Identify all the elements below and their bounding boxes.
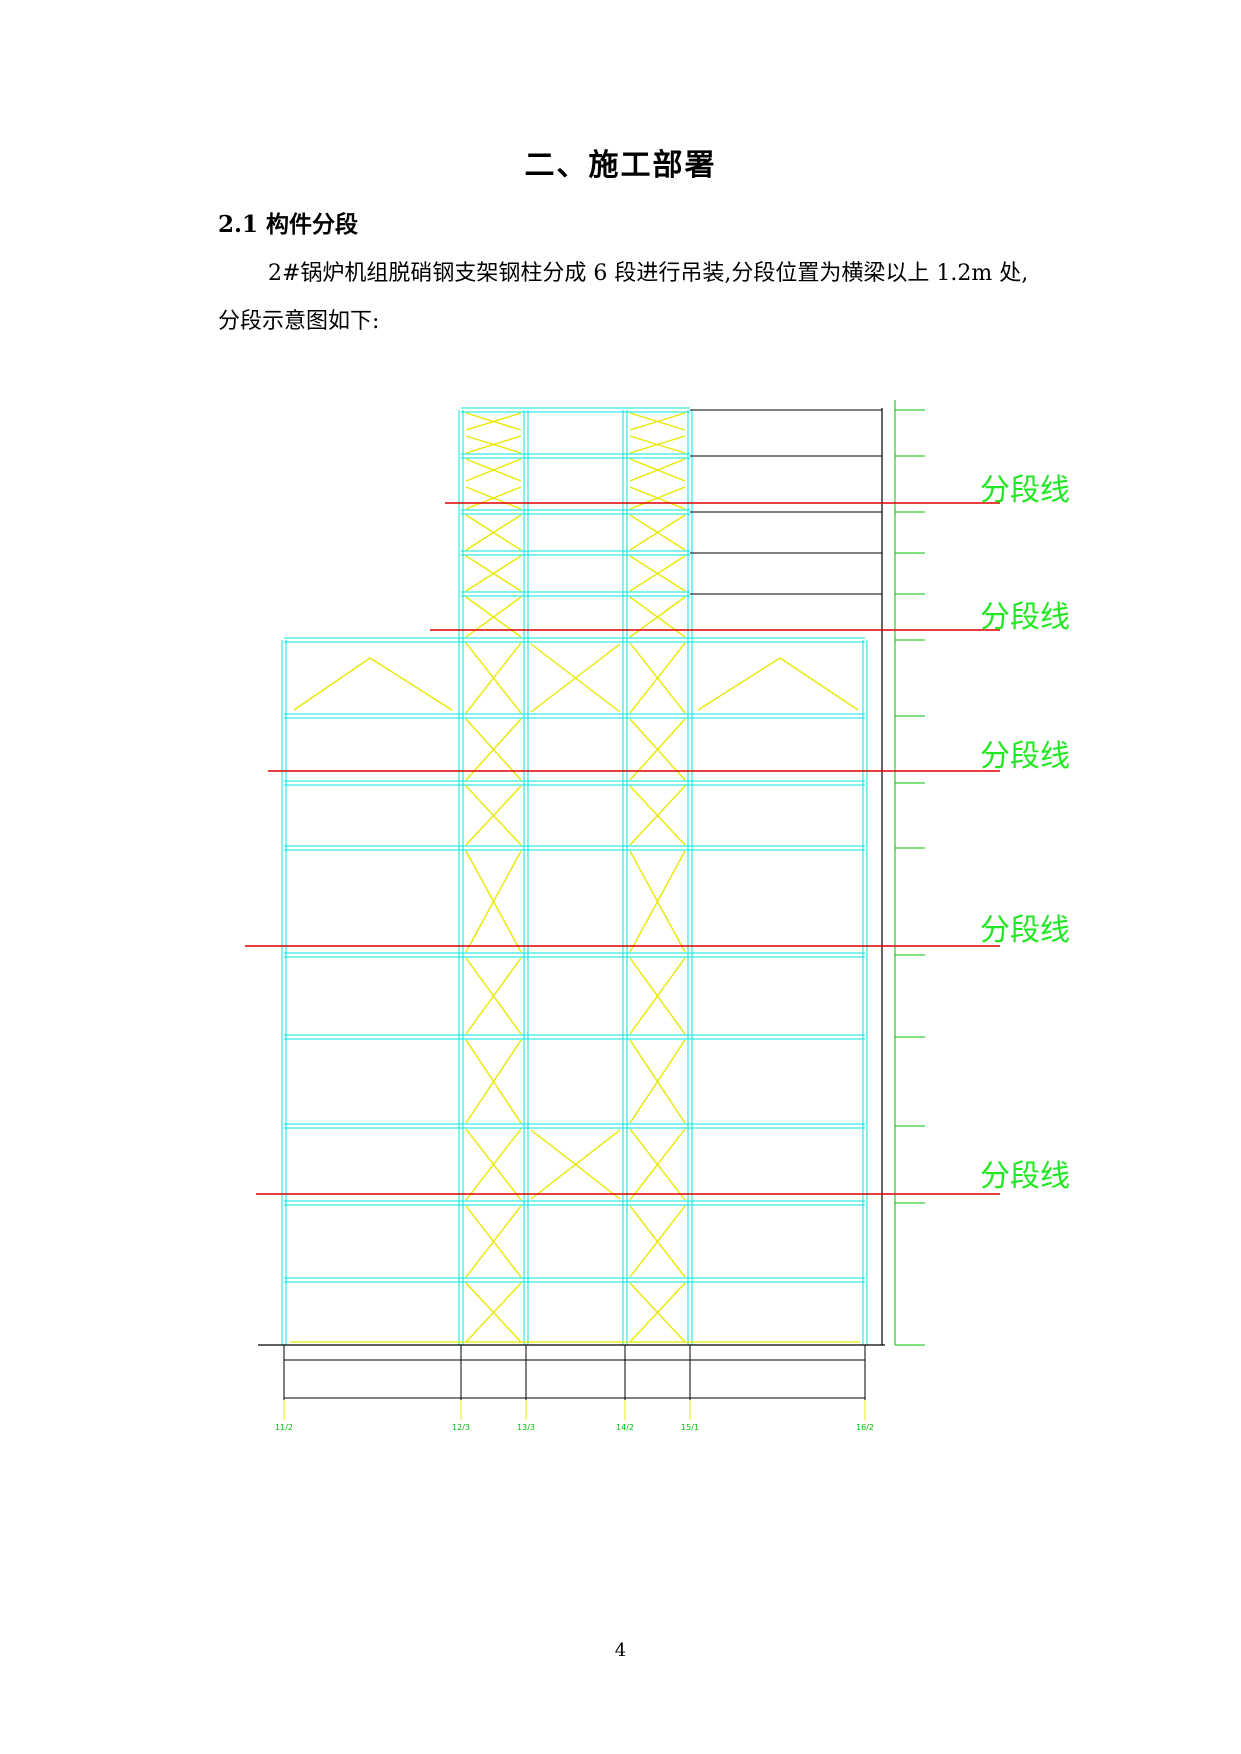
brace	[465, 642, 522, 714]
segment-label: 分段线	[980, 473, 1070, 508]
brace	[629, 458, 686, 482]
brace	[629, 514, 686, 551]
brace	[369, 657, 453, 711]
brace	[697, 657, 781, 711]
axis-label: 14/2	[616, 1423, 634, 1432]
axis-label: 15/1	[681, 1423, 699, 1432]
section-title: 构件分段	[266, 211, 359, 238]
brace	[465, 957, 522, 1035]
brace	[629, 486, 686, 510]
brace	[629, 1128, 686, 1201]
steel-frame	[258, 407, 885, 1346]
brace	[629, 435, 686, 454]
brace	[465, 514, 522, 551]
axis-label: 16/2	[856, 1423, 874, 1432]
brace	[629, 412, 686, 431]
brace	[629, 785, 686, 846]
brace	[465, 718, 522, 781]
brace	[629, 1282, 686, 1343]
brace	[465, 486, 522, 510]
brace	[530, 643, 621, 713]
body-paragraph-line-1: 2#锅炉机组脱硝钢支架钢柱分成 6 段进行吊装,分段位置为横梁以上 1.2m 处…	[268, 261, 1029, 286]
brace	[293, 657, 371, 711]
brace	[465, 785, 522, 846]
brace	[465, 1128, 522, 1201]
brace	[465, 412, 522, 431]
cross-bracing	[290, 412, 860, 1343]
segment-label: 分段线	[980, 1159, 1070, 1194]
brace	[465, 1282, 522, 1343]
brace	[779, 657, 859, 711]
axis-label: 11/2	[275, 1423, 293, 1432]
brace	[465, 458, 522, 482]
brace	[629, 642, 686, 714]
body-paragraph-line-2: 分段示意图如下:	[218, 309, 380, 334]
brace	[530, 1129, 621, 1200]
brace	[629, 1205, 686, 1278]
brace	[465, 1039, 522, 1124]
section-number: 2.1	[218, 211, 259, 238]
segment-label: 分段线	[980, 600, 1070, 635]
axis-labels: 11/2 12/3 13/3 14/2 15/1 16/2	[275, 1400, 874, 1432]
brace	[465, 1205, 522, 1278]
page-title: 二、施工部署	[524, 148, 717, 183]
segment-label: 分段线	[980, 739, 1070, 774]
axis-label: 13/3	[517, 1423, 535, 1432]
axis-label: 12/3	[452, 1423, 470, 1432]
brace	[465, 435, 522, 454]
brace	[629, 850, 686, 953]
brace	[465, 850, 522, 953]
page-number: 4	[614, 1640, 627, 1661]
brace	[629, 1039, 686, 1124]
segment-label: 分段线	[980, 913, 1070, 948]
segment-lines: 分段线 分段线 分段线 分段线 分段线	[245, 473, 1070, 1195]
brace	[629, 555, 686, 592]
brace	[629, 718, 686, 781]
brace	[465, 555, 522, 592]
dimension-annotations	[283, 400, 925, 1400]
brace	[629, 957, 686, 1035]
section-heading: 2.1 构件分段	[218, 205, 358, 239]
